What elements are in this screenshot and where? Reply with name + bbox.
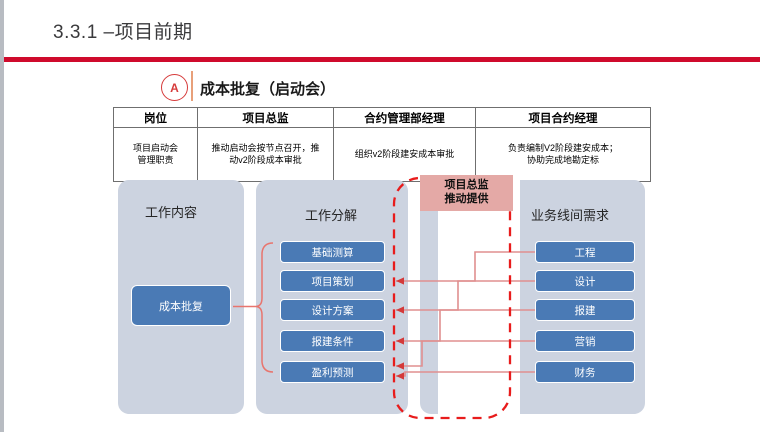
table-cell: 推动启动会按节点召开，推动v2阶段成本审批 <box>197 127 334 182</box>
node-work-item[interactable]: 设计方案 <box>280 299 385 321</box>
panel-corridor-left-cap <box>420 180 438 414</box>
callout-line-1: 项目总监 <box>444 179 489 192</box>
table-cell: 组织v2阶段建安成本审批 <box>333 127 476 182</box>
table-cell: 项目启动会管理职责 <box>113 127 198 182</box>
node-business-line[interactable]: 工程 <box>535 241 635 263</box>
table-header-row: 岗位 项目总监 合约管理部经理 项目合约经理 <box>113 107 651 128</box>
work-breakdown-bracket <box>233 242 274 373</box>
section-marker-badge: A <box>161 74 188 101</box>
panel-heading-work-content: 工作内容 <box>145 205 198 220</box>
node-work-item[interactable]: 盈利预测 <box>280 361 385 383</box>
table-cell: 负责编制V2阶段建安成本；协助完成地勘定标 <box>475 127 651 182</box>
table-header-cell: 项目合约经理 <box>475 107 651 128</box>
node-cost-approval[interactable]: 成本批复 <box>131 285 231 326</box>
table-header-cell: 合约管理部经理 <box>333 107 476 128</box>
node-work-item[interactable]: 项目策划 <box>280 270 385 292</box>
panel-heading-business-demand: 业务线间需求 <box>531 208 610 223</box>
callout-director-push: 项目总监 推动提供 <box>420 175 513 211</box>
responsibility-table: 岗位 项目总监 合约管理部经理 项目合约经理 项目启动会管理职责 推动启动会按节… <box>113 107 651 182</box>
table-row: 项目启动会管理职责 推动启动会按节点召开，推动v2阶段成本审批 组织v2阶段建安… <box>113 127 651 182</box>
table-header-cell: 岗位 <box>113 107 198 128</box>
section-title: 成本批复（启动会） <box>200 81 336 98</box>
node-work-item[interactable]: 基础测算 <box>280 241 385 263</box>
section-marker-divider <box>191 71 193 101</box>
table-header-cell: 项目总监 <box>197 107 334 128</box>
node-business-line[interactable]: 报建 <box>535 299 635 321</box>
title-divider-rule <box>4 57 760 62</box>
process-diagram: 工作内容 工作分解 业务线间需求 成本批复 基础测算 项目策划 设计方案 报建条… <box>113 175 653 420</box>
panel-heading-work-breakdown: 工作分解 <box>305 208 358 223</box>
node-work-item[interactable]: 报建条件 <box>280 330 385 352</box>
connector-lines <box>396 251 535 380</box>
page-title: 3.3.1 –项目前期 <box>53 22 193 43</box>
callout-line-2: 推动提供 <box>444 193 489 205</box>
node-business-line[interactable]: 财务 <box>535 361 635 383</box>
node-business-line[interactable]: 设计 <box>535 270 635 292</box>
node-business-line[interactable]: 营销 <box>535 330 635 352</box>
left-edge-bar <box>0 0 4 432</box>
